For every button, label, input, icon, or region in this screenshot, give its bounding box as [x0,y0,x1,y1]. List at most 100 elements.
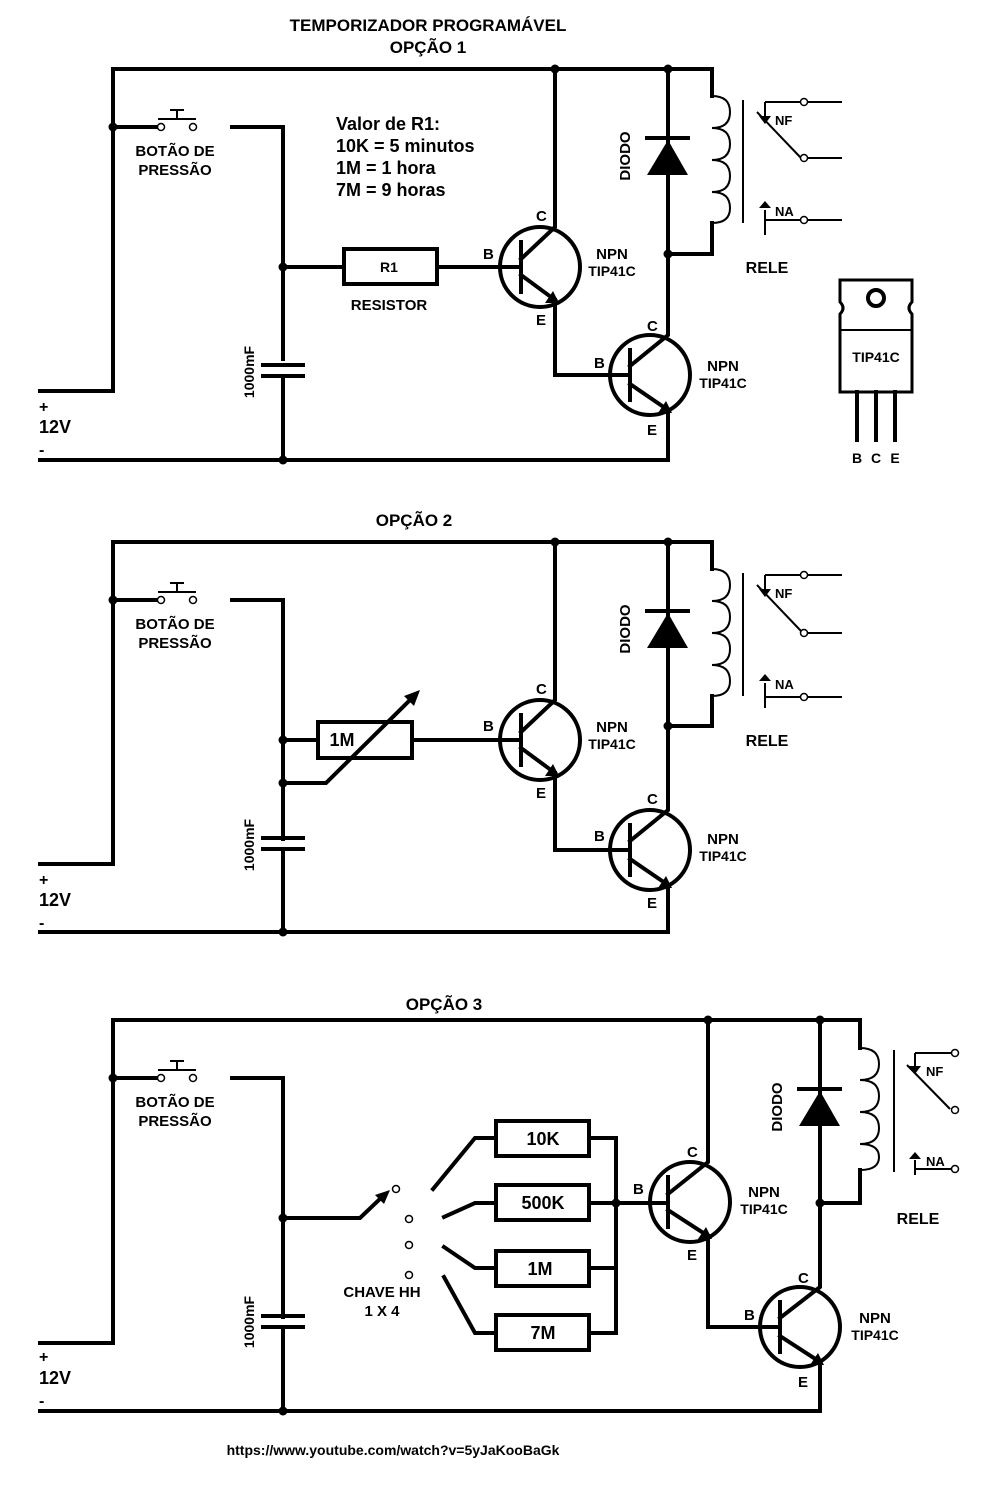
diode-label: DIODO [769,1082,786,1132]
transistor-1-emitter: E [536,785,546,802]
button-label-line-1: BOTÃO DE [135,1093,214,1111]
transistor-1-model: TIP41C [588,263,635,279]
relay-na-label: NA [926,1154,945,1169]
package-pin-e: E [890,450,899,466]
supply-voltage: 12V [39,417,71,437]
option-3-title: OPÇÃO 3 [406,994,483,1014]
transistor-2-collector: C [647,791,658,808]
button-label-line-1: BOTÃO DE [135,142,214,160]
transistor-2-model: TIP41C [699,848,746,864]
push-button [156,582,198,605]
transistor-2-type: NPN [707,358,739,375]
resistor-10k-label: 10K [526,1129,559,1149]
relay-coil [818,1018,895,1205]
transistor-1-base: B [633,1181,644,1198]
package-pin-b: B [852,450,862,466]
transistor-2-emitter: E [647,895,657,912]
supply-plus: + [39,1349,48,1366]
diode [645,136,690,175]
diode [797,1087,842,1126]
push-button [156,109,198,132]
transistor-1 [498,540,632,852]
transistor-1-emitter: E [536,312,546,329]
relay-na-label: NA [775,204,794,219]
relay-nf-label: NF [926,1064,943,1079]
relay-nf-label: NF [775,586,792,601]
package-pin-c: C [871,450,881,466]
capacitor-label: 1000mF [241,345,257,398]
diagram-title: TEMPORIZADOR PROGRAMÁVEL [290,16,567,35]
transistor-2-emitter: E [798,1374,808,1391]
transistor-1-base: B [483,246,494,263]
resistor-caption: RESISTOR [351,297,428,314]
r1-value-1m: 1M = 1 hora [336,158,437,178]
supply-minus: - [39,442,44,459]
option-1-title: OPÇÃO 1 [390,37,467,57]
supply-voltage: 12V [39,890,71,910]
capacitor-label: 1000mF [241,1295,257,1348]
diode [645,609,690,648]
transistor-1 [498,67,632,377]
relay-label: RELE [746,260,789,277]
relay-contacts [906,1048,960,1175]
supply-plus: + [39,399,48,416]
relay-contacts [756,570,842,708]
diode-label: DIODO [617,131,634,181]
transistor-2-collector: C [647,318,658,335]
relay-label: RELE [897,1211,940,1228]
r1-values-heading: Valor de R1: [336,114,440,134]
transistor-1-type: NPN [596,246,628,263]
resistor-bank [494,1119,667,1352]
transistor-1-emitter: E [687,1247,697,1264]
relay-label: RELE [746,733,789,750]
button-label-line-2: PRESSÃO [138,1112,212,1130]
package-model: TIP41C [852,349,899,365]
transistor-1-base: B [483,718,494,735]
relay-nf-label: NF [775,113,792,128]
r1-value-10k: 10K = 5 minutos [336,136,475,156]
supply-minus: - [39,1393,44,1410]
transistor-2-base: B [594,828,605,845]
footer-url: https://www.youtube.com/watch?v=5yJaKooB… [227,1442,560,1458]
relay-na-label: NA [775,677,794,692]
transistor-1-type: NPN [748,1184,780,1201]
transistor-1 [648,1018,782,1329]
option-2-title: OPÇÃO 2 [376,510,453,530]
push-button [156,1060,198,1083]
transistor-2-type: NPN [707,831,739,848]
option-1-circuit: OPÇÃO 1 BOTÃO DE PRESSÃO 1000mF + 12V - … [38,37,842,465]
transistor-1-collector: C [536,681,547,698]
r1-value-7m: 7M = 9 horas [336,180,446,200]
rotary-switch [281,1136,498,1335]
transistor-2-emitter: E [647,422,657,439]
button-label-line-2: PRESSÃO [138,634,212,652]
resistor-500k-label: 500K [521,1193,564,1213]
diode-label: DIODO [617,604,634,654]
option-3-circuit: OPÇÃO 3 BOTÃO DE PRESSÃO 1000mF + 12V - [38,994,960,1416]
transistor-2-collector: C [798,1270,809,1287]
relay-coil [666,67,744,256]
relay-coil [666,540,744,728]
transistor-1-collector: C [536,208,547,225]
resistor-1m-label: 1M [527,1259,552,1279]
transistor-2-base: B [744,1307,755,1324]
transistor-1-collector: C [687,1144,698,1161]
transistor-2-model: TIP41C [699,375,746,391]
transistor-2 [758,1018,842,1413]
switch-label-line-2: 1 X 4 [364,1303,400,1320]
transistor-1-model: TIP41C [740,1201,787,1217]
tip41c-package: TIP41C B C E [838,278,914,466]
potentiometer-label: 1M [329,730,354,750]
relay-contacts [756,97,842,235]
button-label-line-2: PRESSÃO [138,161,212,179]
supply-plus: + [39,872,48,889]
transistor-2-model: TIP41C [851,1327,898,1343]
supply-minus: - [39,915,44,932]
transistor-1-type: NPN [596,719,628,736]
button-label-line-1: BOTÃO DE [135,615,214,633]
resistor-label: R1 [380,259,398,275]
capacitor-label: 1000mF [241,818,257,871]
resistor-7m-label: 7M [530,1323,555,1343]
potentiometer [281,690,519,785]
